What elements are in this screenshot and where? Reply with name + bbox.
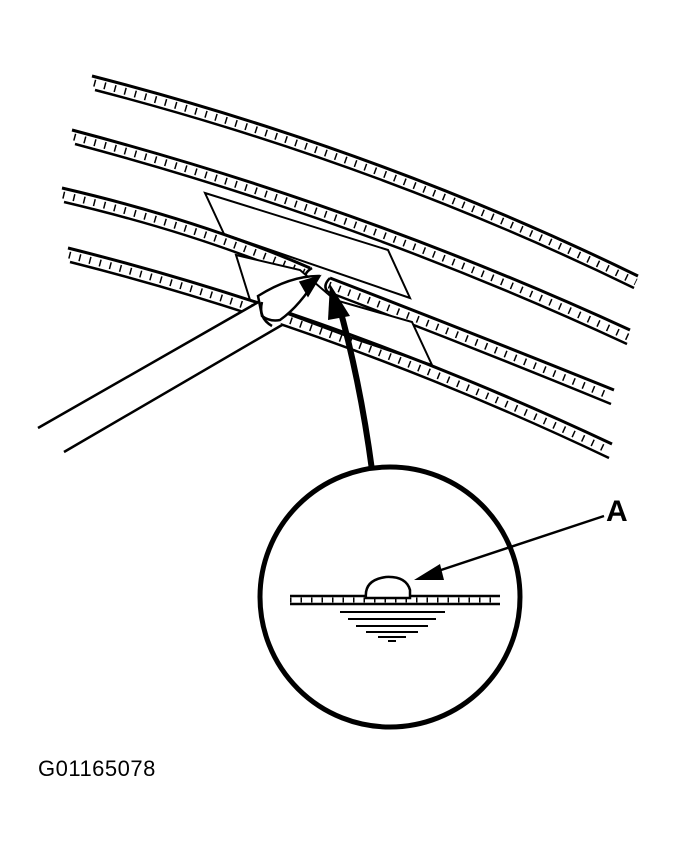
defroster-grid-line-4 [67, 246, 613, 460]
defroster-grid-line-2 [71, 128, 631, 346]
conductive-paint-repair [364, 575, 412, 600]
masking-tape-upper [203, 191, 412, 300]
figure-id: G01165078 [38, 756, 156, 781]
callout-arrow-a [414, 514, 605, 580]
magnifier-leader-arrow [328, 284, 375, 471]
callout-label-a: A [606, 495, 628, 528]
repair-brush [37, 274, 322, 454]
defroster-grid-line-1 [91, 74, 639, 290]
